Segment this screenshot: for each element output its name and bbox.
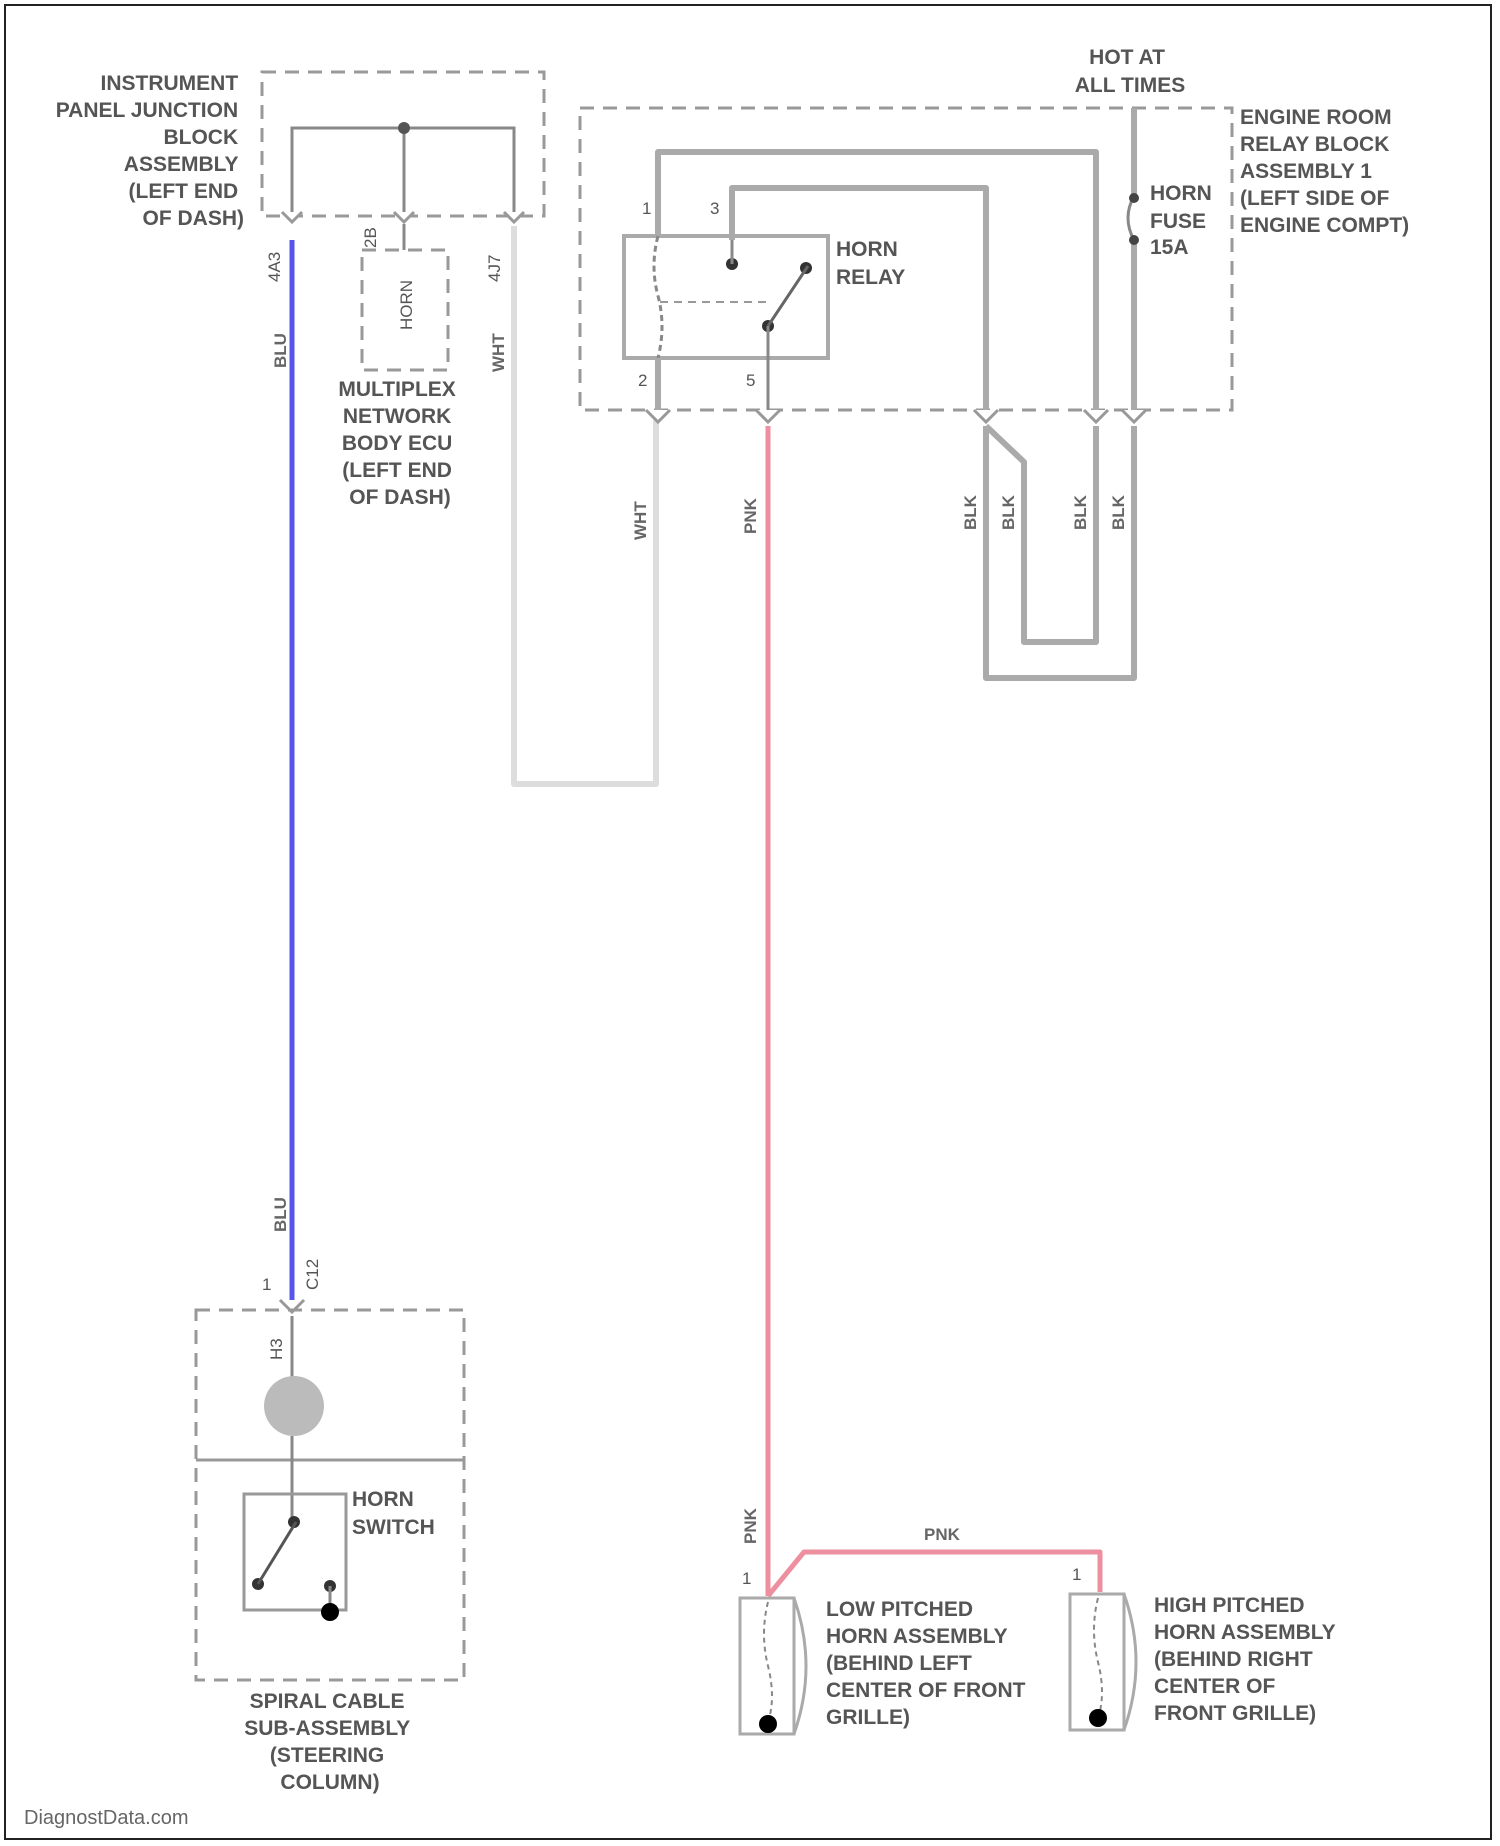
horn-fuse-terminal-bottom bbox=[1129, 235, 1139, 245]
horn-fuse-label: HORN FUSE 15A bbox=[1150, 182, 1218, 259]
low-horn-ground-icon bbox=[759, 1715, 777, 1733]
power-label: HOT AT ALL TIMES bbox=[1075, 46, 1185, 97]
relay-block-connector-5 bbox=[756, 410, 780, 422]
wire-label-blk-3: BLK bbox=[1071, 494, 1090, 530]
horn-switch-ground-icon bbox=[321, 1603, 339, 1621]
high-horn-pin: 1 bbox=[1072, 1565, 1081, 1584]
relay-block-connector-blk-3 bbox=[1122, 410, 1146, 422]
body-ecu-horn-terminal: HORN bbox=[397, 280, 416, 330]
horn-relay-label: HORN RELAY bbox=[836, 238, 905, 289]
horn-switch-arm bbox=[258, 1522, 296, 1584]
wire-label-blk-2: BLK bbox=[999, 494, 1018, 530]
wire-blk-inner bbox=[986, 426, 1096, 642]
low-horn-coil bbox=[764, 1602, 772, 1722]
spiral-pin-1: 1 bbox=[262, 1275, 271, 1294]
horn-relay-body bbox=[624, 236, 828, 358]
relay-block-connector-2 bbox=[646, 410, 670, 422]
spiral-label: SPIRAL CABLE SUB-ASSEMBLY (STEERING COLU… bbox=[244, 1690, 416, 1794]
wire-label-blk-4: BLK bbox=[1109, 494, 1128, 530]
horn-switch-label: HORN SWITCH bbox=[352, 1488, 435, 1539]
relay-block-connector-blk-1 bbox=[974, 410, 998, 422]
watermark: DiagnostData.com bbox=[24, 1807, 189, 1829]
spiral-pin-c12: C12 bbox=[303, 1259, 322, 1290]
wire-label-wht-relay: WHT bbox=[631, 501, 650, 540]
horn-relay-switch-arm bbox=[768, 266, 808, 326]
wire-label-wht-left: WHT bbox=[489, 333, 508, 372]
horn-relay-pin-2: 2 bbox=[638, 371, 647, 390]
horn-relay-pin-1: 1 bbox=[642, 199, 651, 218]
high-horn-bell bbox=[1124, 1594, 1136, 1730]
wire-label-pnk-horizontal: PNK bbox=[924, 1525, 961, 1544]
wire-label-blk-1: BLK bbox=[961, 494, 980, 530]
horn-relay-coil bbox=[654, 236, 662, 358]
wire-label-pnk-bottom: PNK bbox=[741, 1507, 760, 1544]
wire-label-blu-bottom: BLU bbox=[271, 1197, 290, 1232]
low-horn-label: LOW PITCHED HORN ASSEMBLY (BEHIND LEFT C… bbox=[826, 1598, 1031, 1729]
ipjb-label: INSTRUMENT PANEL JUNCTION BLOCK ASSEMBLY… bbox=[56, 72, 244, 230]
horn-relay-pin-3: 3 bbox=[710, 199, 719, 218]
ipjb-splice bbox=[398, 122, 410, 134]
spiral-coil bbox=[264, 1376, 324, 1436]
high-horn-label: HIGH PITCHED HORN ASSEMBLY (BEHIND RIGHT… bbox=[1154, 1594, 1341, 1725]
body-ecu-label: MULTIPLEX NETWORK BODY ECU (LEFT END OF … bbox=[338, 378, 461, 509]
ipjb-pin-3: 4J7 bbox=[485, 255, 504, 282]
high-horn-coil bbox=[1094, 1598, 1102, 1718]
horn-relay-pin-5: 5 bbox=[746, 371, 755, 390]
ipjb-pin-connector-1 bbox=[282, 212, 302, 222]
wire-pnk-branch bbox=[768, 1552, 1100, 1596]
ipjb-pin-1: 4A3 bbox=[265, 252, 284, 282]
wire-label-pnk-top: PNK bbox=[741, 497, 760, 534]
relay-block-bus-3 bbox=[732, 188, 986, 410]
horn-fuse-terminal-top bbox=[1129, 193, 1139, 203]
ipjb-pin-2: 2B bbox=[361, 227, 380, 248]
relay-block-label: ENGINE ROOM RELAY BLOCK ASSEMBLY 1 (LEFT… bbox=[1240, 106, 1409, 237]
high-horn-ground-icon bbox=[1089, 1709, 1107, 1727]
low-horn-bell bbox=[794, 1598, 806, 1734]
wire-label-blu-top: BLU bbox=[271, 333, 290, 368]
ipjb-pin-connector-3 bbox=[504, 212, 524, 222]
spiral-pin-h3: H3 bbox=[267, 1338, 286, 1360]
relay-block-connector-blk-2 bbox=[1084, 410, 1108, 422]
low-horn-pin: 1 bbox=[742, 1569, 751, 1588]
ipjb-pin-connector-2 bbox=[394, 212, 414, 222]
